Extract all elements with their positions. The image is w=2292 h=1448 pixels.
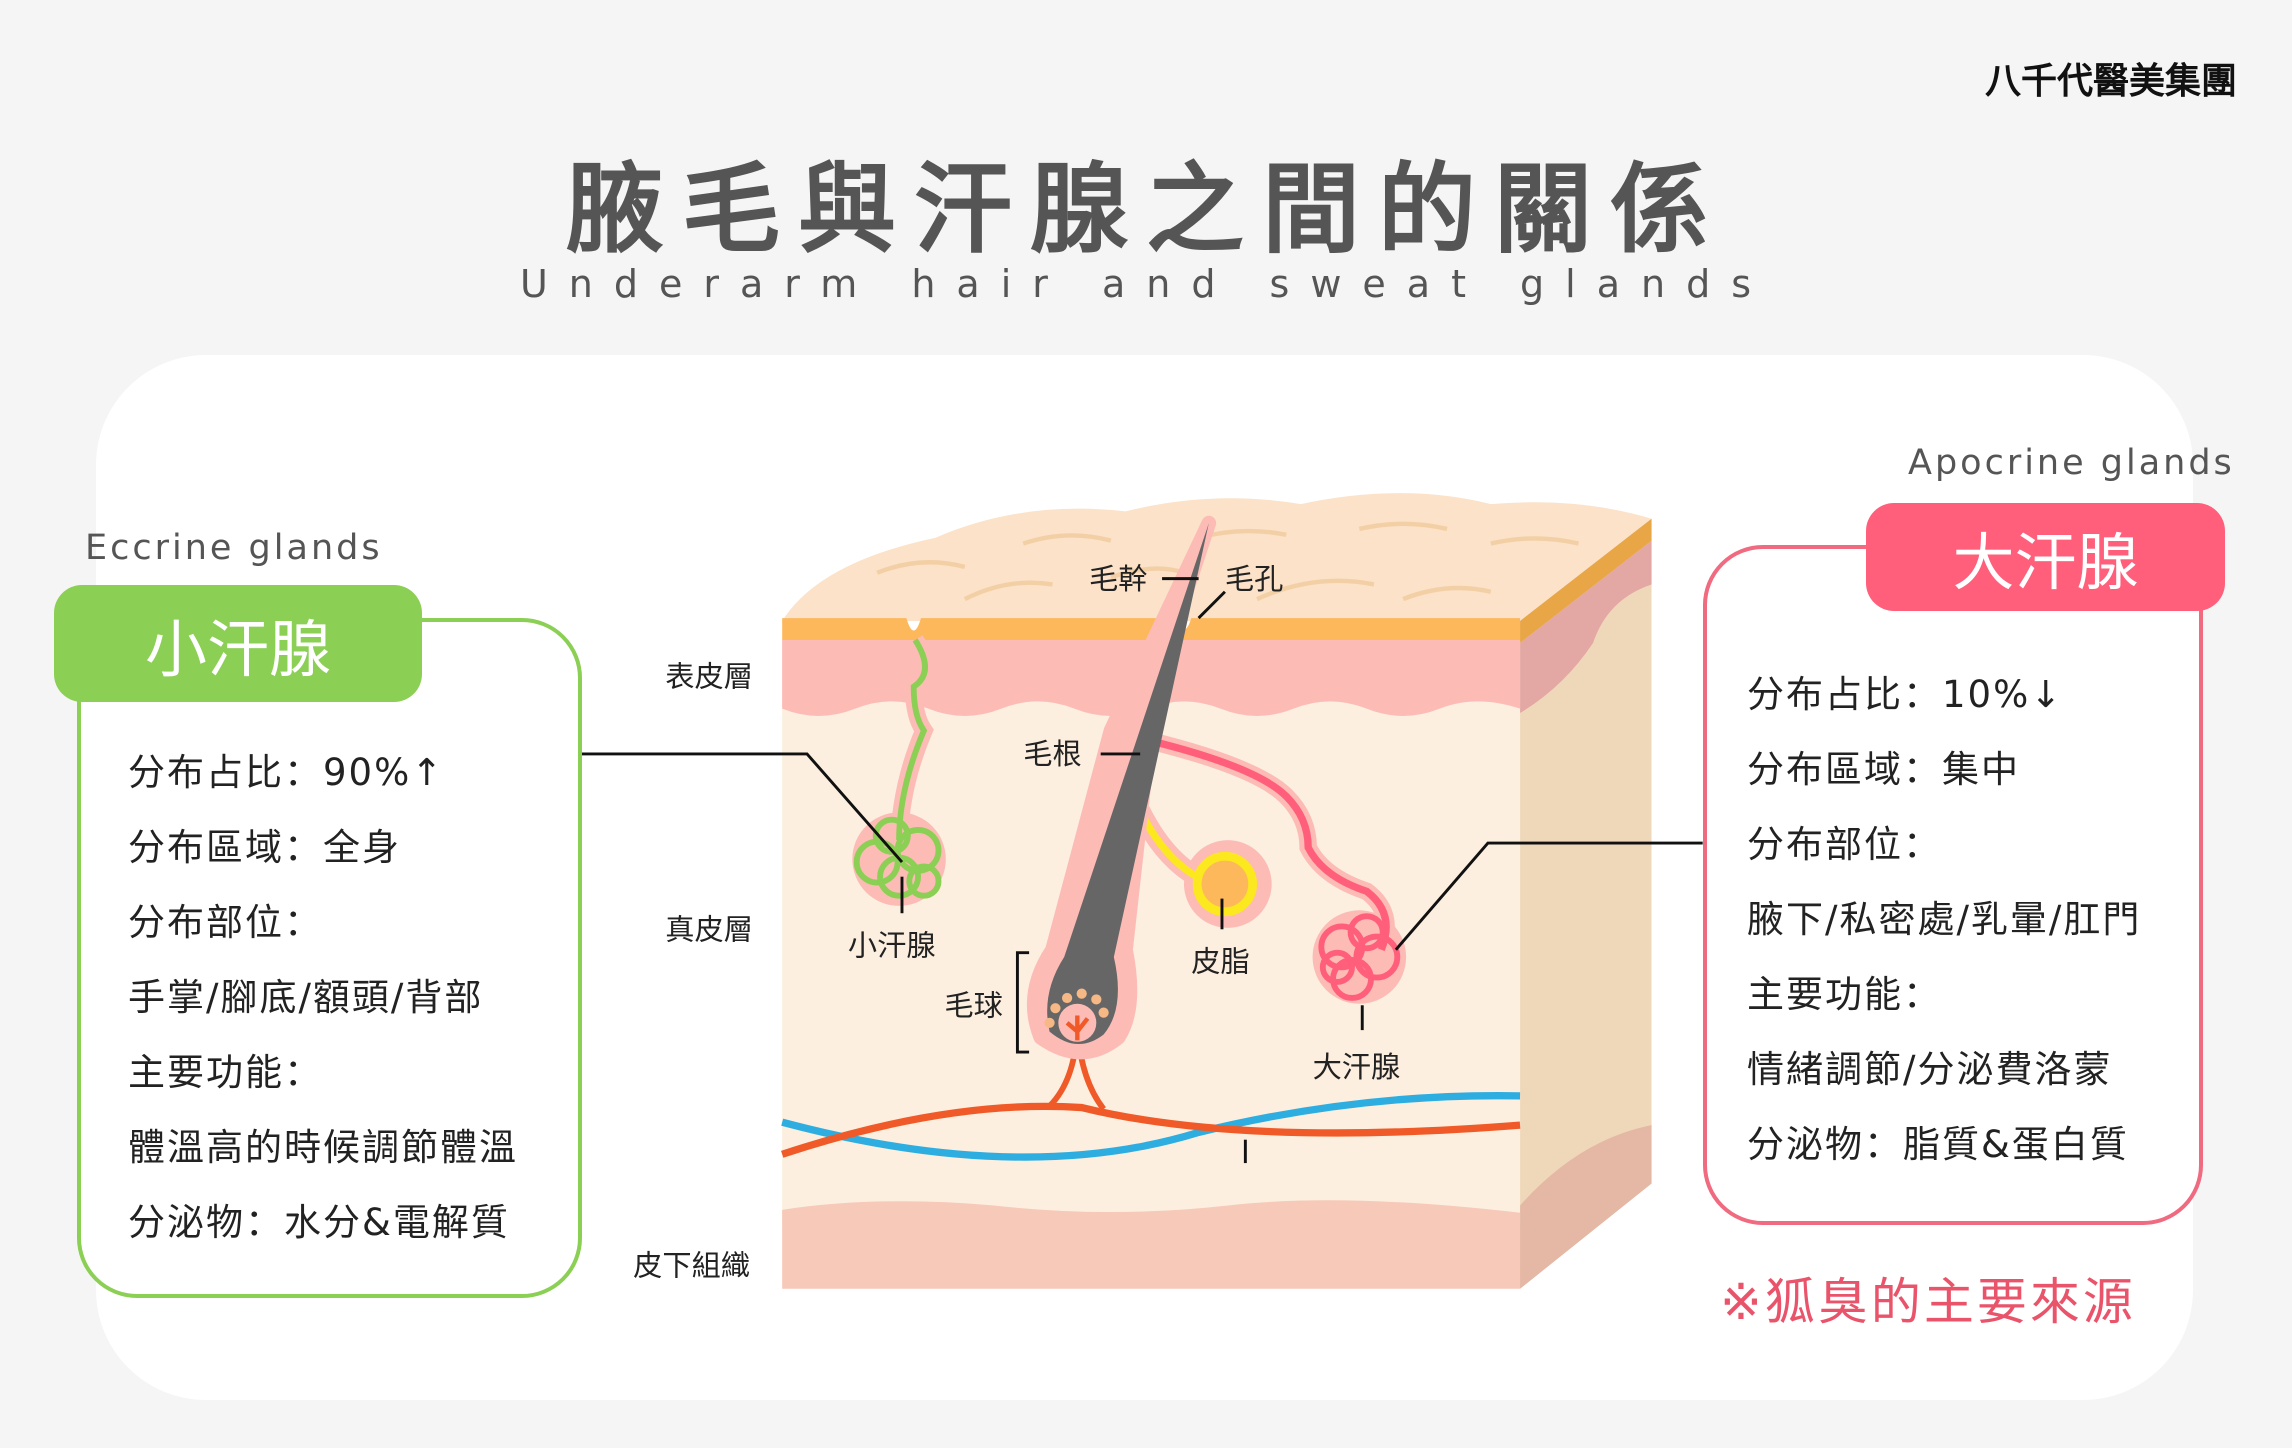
- eccrine-english-label: Eccrine glands: [85, 528, 383, 568]
- brand-logo: 八千代醫美集團: [1984, 60, 2237, 102]
- sebaceous-gland: [1131, 806, 1272, 928]
- apocrine-connector: [1394, 841, 1703, 951]
- apocrine-info-box: [1703, 545, 2203, 1225]
- label-epidermis: 表皮層: [665, 660, 753, 694]
- eccrine-line: 分布占比：90%↑: [128, 751, 445, 794]
- eccrine-line: 分布部位：: [128, 901, 323, 944]
- hair-follicle: [1026, 515, 1217, 1060]
- eccrine-line: 體溫高的時候調節體溫: [128, 1126, 518, 1169]
- label-hair-root: 毛根: [1023, 737, 1081, 771]
- apocrine-title-tab: 大汗腺: [1866, 503, 2225, 611]
- skin-side-face: [1520, 518, 1652, 1289]
- page-title: 腋毛與汗腺之間的關係: [565, 153, 1726, 267]
- page-subtitle: Underarm hair and sweat glands: [519, 262, 1773, 306]
- apocrine-line: 分布占比：10%↓: [1747, 673, 2064, 716]
- apocrine-line: 分布部位：: [1747, 823, 1942, 866]
- apocrine-line: 腋下/私密處/乳暈/肛門: [1747, 898, 2142, 941]
- label-hair-shaft: 毛幹: [1089, 562, 1147, 596]
- eccrine-line: 分泌物：水分&電解質: [128, 1201, 510, 1244]
- vein: [781, 1092, 1521, 1161]
- label-pore: 毛孔: [1225, 562, 1283, 596]
- subcutis-layer: [782, 1200, 1521, 1289]
- label-dermis: 真皮層: [665, 913, 753, 947]
- eccrine-title-tab: 小汗腺: [54, 585, 422, 702]
- label-apocrine: 大汗腺: [1313, 1050, 1401, 1084]
- eccrine-line: 分布區域：全身: [128, 826, 401, 869]
- label-subcutis: 皮下組織: [633, 1249, 750, 1283]
- apocrine-line: 情緒調節/分泌費洛蒙: [1747, 1048, 2113, 1091]
- label-eccrine: 小汗腺: [848, 929, 936, 963]
- apocrine-gland: [1148, 732, 1407, 1004]
- label-hair-bulb: 毛球: [944, 988, 1002, 1022]
- apocrine-line: 分泌物：脂質&蛋白質: [1747, 1123, 2129, 1166]
- eccrine-line: 手掌/腳底/額頭/背部: [128, 976, 484, 1019]
- apocrine-note: ※狐臭的主要來源: [1720, 1273, 2136, 1331]
- apocrine-line: 分布區域：集中: [1747, 748, 2020, 791]
- apocrine-line: 主要功能：: [1747, 973, 1942, 1016]
- eccrine-connector: [581, 752, 904, 864]
- apocrine-english-label: Apocrine glands: [1908, 443, 2235, 483]
- label-sebum: 皮脂: [1191, 945, 1249, 979]
- artery: [781, 1102, 1521, 1158]
- eccrine-line: 主要功能：: [128, 1051, 323, 1094]
